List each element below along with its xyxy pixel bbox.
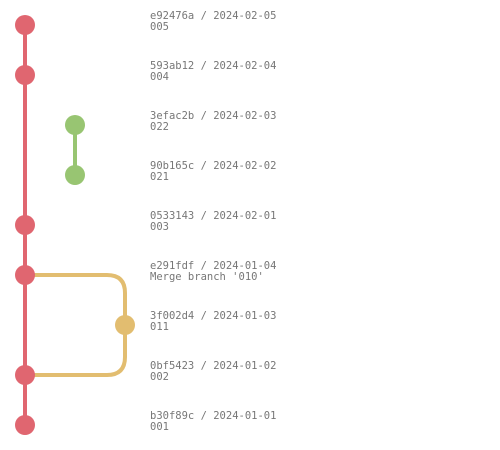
commit-nodes (15, 15, 135, 435)
commit-message: 022 (150, 121, 169, 133)
commit-hash: 3f002d4 (150, 310, 195, 322)
commit-hash: e291fdf (150, 260, 195, 272)
commit-node-90b165c[interactable] (65, 165, 85, 185)
commit-label-90b165c[interactable]: 90b165c / 2024-02-02 021 (150, 161, 450, 183)
commit-hash: b30f89c (150, 410, 195, 422)
commit-date: 2024-01-03 (213, 310, 277, 322)
commit-date: 2024-02-05 (213, 10, 277, 22)
commit-node-e291fdf[interactable] (15, 265, 35, 285)
branch-edges (23, 23, 127, 427)
commit-message: 002 (150, 371, 169, 383)
commit-node-3efac2b[interactable] (65, 115, 85, 135)
commit-label-e291fdf[interactable]: e291fdf / 2024-01-04 Merge branch '010' (150, 261, 450, 283)
merge-edge-yellow (23, 273, 127, 327)
commit-node-593ab12[interactable] (15, 65, 35, 85)
commit-message: 004 (150, 71, 169, 83)
commit-label-3efac2b[interactable]: 3efac2b / 2024-02-03 022 (150, 111, 450, 133)
commit-header: e291fdf / 2024-01-04 (150, 260, 277, 272)
commit-hash: 90b165c (150, 160, 195, 172)
commit-message: 011 (150, 321, 169, 333)
commit-label-0bf5423[interactable]: 0bf5423 / 2024-01-02 002 (150, 361, 450, 383)
commit-date: 2024-02-04 (213, 60, 277, 72)
commit-header: e92476a / 2024-02-05 (150, 10, 277, 22)
commit-header: 0bf5423 / 2024-01-02 (150, 360, 277, 372)
commit-label-593ab12[interactable]: 593ab12 / 2024-02-04 004 (150, 61, 450, 83)
fork-edge-yellow (23, 323, 127, 377)
commit-hash: 3efac2b (150, 110, 195, 122)
commit-message: 003 (150, 221, 169, 233)
commit-message: Merge branch '010' (150, 271, 264, 283)
commit-hash: 0533143 (150, 210, 195, 222)
commit-header: 3efac2b / 2024-02-03 (150, 110, 277, 122)
commit-hash: e92476a (150, 10, 195, 22)
commit-header: 90b165c / 2024-02-02 (150, 160, 277, 172)
commit-date: 2024-01-01 (213, 410, 277, 422)
commit-date: 2024-02-02 (213, 160, 277, 172)
commit-date: 2024-01-04 (213, 260, 277, 272)
commit-label-b30f89c[interactable]: b30f89c / 2024-01-01 001 (150, 411, 450, 433)
commit-header: 0533143 / 2024-02-01 (150, 210, 277, 222)
commit-message: 021 (150, 171, 169, 183)
commit-node-0533143[interactable] (15, 215, 35, 235)
commit-hash: 0bf5423 (150, 360, 195, 372)
commit-message: 005 (150, 21, 169, 33)
commit-header: 3f002d4 / 2024-01-03 (150, 310, 277, 322)
commit-label-3f002d4[interactable]: 3f002d4 / 2024-01-03 011 (150, 311, 450, 333)
commit-header: b30f89c / 2024-01-01 (150, 410, 277, 422)
commit-hash: 593ab12 (150, 60, 195, 72)
commit-node-b30f89c[interactable] (15, 415, 35, 435)
commit-header: 593ab12 / 2024-02-04 (150, 60, 277, 72)
commit-message: 001 (150, 421, 169, 433)
commit-date: 2024-02-03 (213, 110, 277, 122)
commit-node-e92476a[interactable] (15, 15, 35, 35)
commit-label-0533143[interactable]: 0533143 / 2024-02-01 003 (150, 211, 450, 233)
commit-node-0bf5423[interactable] (15, 365, 35, 385)
commit-date: 2024-02-01 (213, 210, 277, 222)
commit-date: 2024-01-02 (213, 360, 277, 372)
commit-label-e92476a[interactable]: e92476a / 2024-02-05 005 (150, 11, 450, 33)
commit-node-3f002d4[interactable] (115, 315, 135, 335)
